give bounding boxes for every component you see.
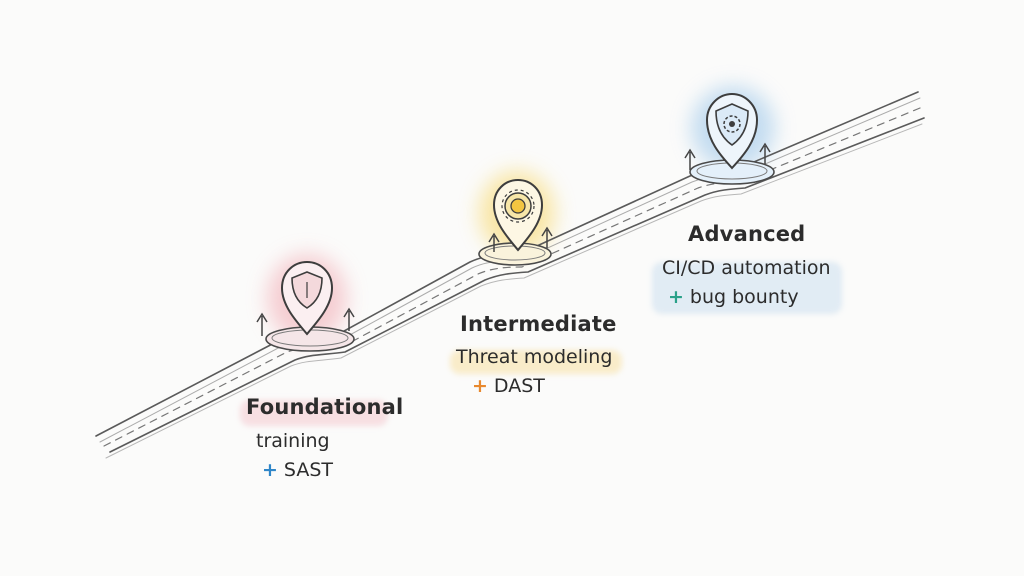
stage-2-marker bbox=[478, 178, 553, 266]
shield-icon bbox=[280, 260, 334, 336]
up-arrow-icon bbox=[488, 226, 553, 252]
plus-sign: + bbox=[668, 286, 684, 308]
highlight-cicd bbox=[652, 262, 842, 314]
stage-1-line-2-text: SAST bbox=[283, 459, 333, 481]
up-arrow-icon bbox=[684, 142, 771, 170]
stage-1-line-1: training bbox=[256, 430, 330, 452]
stage-2-title: Intermediate bbox=[460, 312, 617, 336]
stage-1-marker bbox=[256, 260, 355, 352]
stage-3-marker bbox=[684, 92, 775, 185]
stage-2-line-2: +DAST bbox=[472, 375, 545, 397]
gear-shield-icon bbox=[705, 92, 759, 170]
plus-sign: + bbox=[472, 375, 488, 397]
stage-1-line-2: +SAST bbox=[262, 459, 333, 481]
stage-3-line-1: CI/CD automation bbox=[662, 257, 831, 279]
stage-3-line-2-text: bug bounty bbox=[689, 286, 799, 308]
gear-icon bbox=[492, 178, 544, 252]
highlight-foundational bbox=[240, 400, 388, 426]
stage-2-line-1: Threat modeling bbox=[456, 346, 613, 368]
highlight-threat-modeling bbox=[450, 350, 622, 374]
stage-3-title: Advanced bbox=[688, 222, 806, 246]
stage-3-line-2: +bug bounty bbox=[668, 286, 799, 308]
stage-2-line-2-text: DAST bbox=[493, 375, 545, 397]
up-arrow-icon bbox=[256, 307, 355, 336]
stage-1-title: Foundational bbox=[246, 395, 404, 419]
plus-sign: + bbox=[262, 459, 278, 481]
